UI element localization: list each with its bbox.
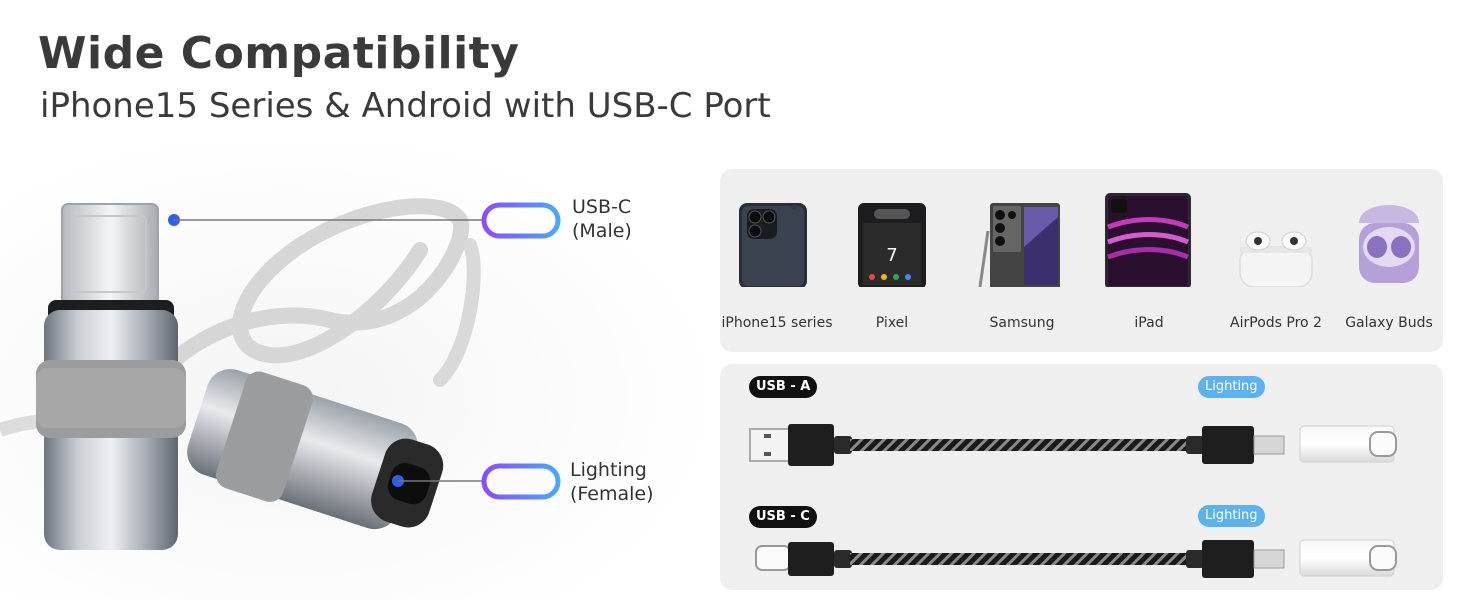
device-label: iPad	[1134, 315, 1164, 331]
usb-c-male-callout: USB-C (Male)	[572, 195, 632, 243]
page-title: Wide Compatibility	[38, 28, 520, 79]
callout-line: (Male)	[572, 220, 632, 242]
device-pixel: 7 Pixel	[832, 187, 952, 331]
device-label: AirPods Pro 2	[1230, 315, 1322, 331]
callout-line: USB-C	[572, 196, 632, 218]
adapter-illustration	[0, 150, 720, 600]
callout-line: Lighting	[570, 459, 647, 481]
device-iphone: iPhone15 series	[717, 187, 837, 331]
usb-c-to-lightning-cable	[755, 539, 1397, 578]
cables-illustration	[749, 424, 1397, 578]
page-subtitle: iPhone15 Series & Android with USB-C Por…	[40, 86, 771, 126]
svg-text:7: 7	[886, 245, 897, 266]
ipad-icon	[1105, 193, 1191, 287]
cable-compatibility-panel: USB - A Lighting USB - C Lighting	[720, 364, 1443, 590]
lighting-female-callout: Lighting (Female)	[570, 458, 654, 506]
lighting-tag: Lighting	[1198, 505, 1265, 527]
device-airpods: AirPods Pro 2	[1216, 187, 1336, 331]
device-galaxy-buds: Galaxy Buds	[1329, 187, 1449, 331]
usb-c-tag: USB - C	[749, 506, 817, 528]
airpods-icon	[1239, 231, 1313, 287]
galaxy-buds-icon	[1359, 205, 1419, 283]
callout-line: (Female)	[570, 483, 654, 505]
device-label: Galaxy Buds	[1345, 315, 1433, 331]
compatible-devices-panel: iPhone15 series 7 Pixel Samsung	[720, 169, 1443, 352]
device-ipad: iPad	[1089, 187, 1209, 331]
device-label: Pixel	[875, 315, 909, 331]
usb-a-to-lightning-cable	[749, 424, 1397, 466]
iphone-icon	[739, 203, 807, 287]
device-label: iPhone15 series	[721, 315, 833, 331]
device-samsung: Samsung	[962, 187, 1082, 331]
pixel-phone-icon: 7	[858, 203, 926, 287]
device-label: Samsung	[989, 315, 1055, 331]
usb-a-tag: USB - A	[749, 376, 818, 398]
samsung-phone-icon	[978, 203, 1060, 287]
lighting-tag: Lighting	[1198, 376, 1265, 398]
